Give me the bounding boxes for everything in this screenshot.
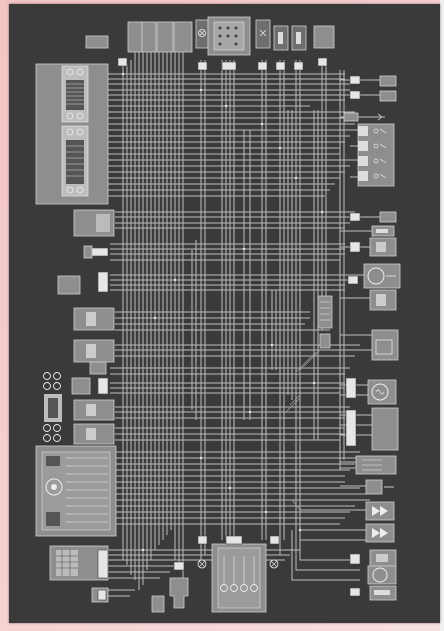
bottom-components <box>151 535 280 613</box>
top-module-right <box>313 25 335 49</box>
right-alternator <box>345 377 397 405</box>
instrument-cluster <box>35 445 117 537</box>
top-relay-block <box>85 35 109 49</box>
right-sensor <box>365 479 394 495</box>
top-fuse-2 <box>141 21 157 53</box>
left-connector-6 <box>71 377 91 395</box>
left-connector-2 <box>91 247 109 257</box>
sheet-edge <box>440 0 444 631</box>
center-connector <box>317 295 333 349</box>
top-fuse-1 <box>127 21 143 53</box>
left-combination-switch <box>43 372 62 442</box>
bottom-horn <box>169 577 189 609</box>
right-relay <box>369 289 397 311</box>
ecu-main <box>35 63 109 205</box>
left-bottom-switch-block <box>49 545 109 581</box>
right-motor <box>363 263 401 289</box>
right-lamp-2 <box>379 90 397 102</box>
right-regulator <box>345 407 399 451</box>
right-bottom-2 <box>367 565 397 585</box>
top-lamp-2 <box>255 19 271 49</box>
junction-dots <box>121 72 324 552</box>
top-lamp-1 <box>195 19 209 49</box>
right-bottom-3 <box>349 585 397 601</box>
right-components <box>343 75 401 601</box>
right-relay-2 <box>371 329 399 361</box>
left-components <box>35 63 117 603</box>
right-diode-2 <box>365 523 395 543</box>
left-connector-3 <box>57 275 81 295</box>
top-components <box>85 16 335 71</box>
bottom-relay <box>151 595 165 613</box>
right-turn-block <box>357 123 395 187</box>
wire-harness <box>108 50 385 597</box>
top-switch-2 <box>173 21 193 53</box>
top-switch-1 <box>156 21 174 53</box>
right-lamp-1 <box>379 75 397 87</box>
top-connectors <box>117 57 328 71</box>
right-connector-1 <box>379 211 397 223</box>
right-bottom-1 <box>349 549 397 569</box>
bottom-fuse-box <box>211 543 267 613</box>
right-block-2 <box>355 455 397 475</box>
right-diode-1 <box>365 501 395 521</box>
